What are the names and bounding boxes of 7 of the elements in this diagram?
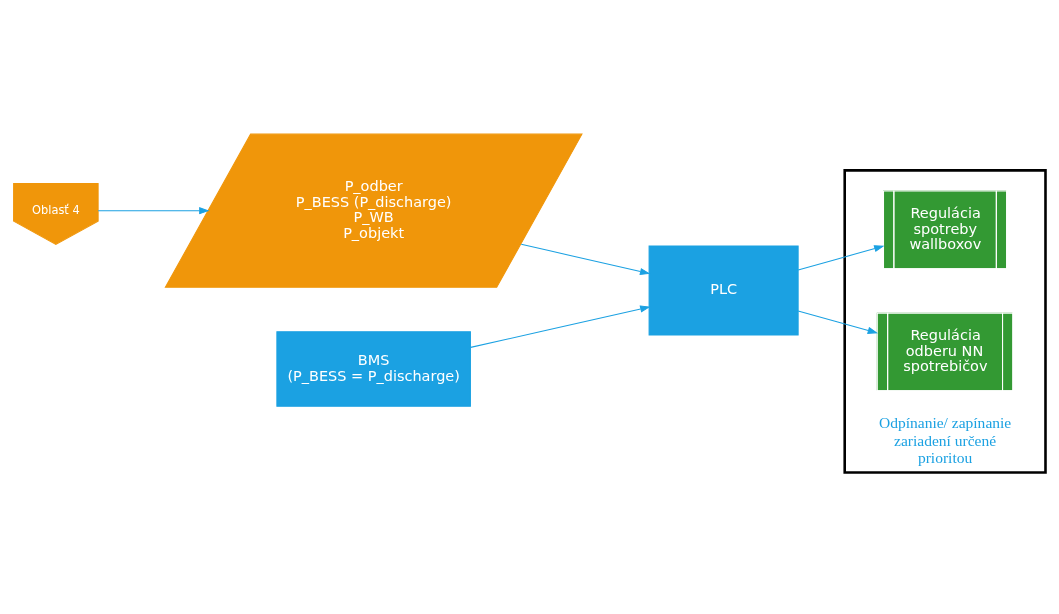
node-box: BMS (P_BESS = P_discharge) (276, 330, 471, 407)
arrow (797, 309, 878, 334)
arrow (97, 206, 210, 214)
arrow (520, 243, 651, 275)
node-box: PLC (648, 244, 799, 335)
arrow (797, 244, 885, 270)
arrow (470, 304, 651, 348)
